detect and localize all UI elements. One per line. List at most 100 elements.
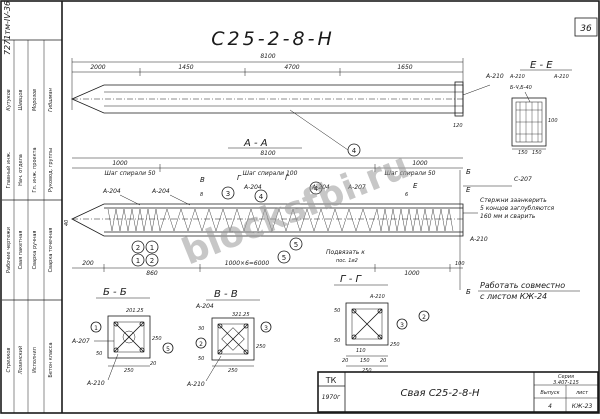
callout-1a: 1	[150, 244, 154, 252]
pile-elevation: 8100 2000 1450 4700 1650 А-210 120 4 А -…	[71, 53, 504, 157]
side-note-3: Сварка ручная	[32, 231, 38, 270]
bb-dim-50: 50	[96, 351, 102, 357]
dim-e2: 1450	[178, 64, 193, 71]
spiral-reinforcement	[107, 208, 454, 232]
section-vv-title: В - В	[214, 289, 238, 300]
dim-b-1000: 1000	[404, 270, 419, 277]
ee-dim-150a: 150	[518, 150, 528, 156]
callout-4a: 4	[259, 193, 264, 201]
dim-top-1000-right: 1000	[412, 160, 427, 167]
bar-a204-3: А-204	[311, 184, 330, 191]
cut-v: В	[200, 176, 205, 184]
section-ee: Е - Е А-210 Б-Ч,Б-40 А-210 100 150 150	[509, 60, 572, 156]
side-line-2: Нач. отдела	[18, 154, 24, 186]
vv-label-a210: А-210	[186, 381, 205, 388]
pitch-mid: Шаг спирали 100	[243, 170, 298, 177]
bb-callout-1: 1	[94, 325, 98, 332]
callout-4-elev: 4	[352, 147, 357, 155]
gg-dim-50a: 50	[334, 308, 340, 314]
label-a210-top: А-210	[485, 73, 504, 80]
weld-note-1: Стержни заанкерить	[480, 197, 547, 204]
bar-a204-2: А-204	[151, 188, 170, 195]
dim-e3: 4700	[284, 64, 299, 71]
section-vv: В - В А-204 А-210 321.25 2 3 30 50 250 2…	[186, 289, 272, 388]
vv-label-len: 321.25	[232, 312, 250, 318]
ee-label-a210-2: А-210	[553, 74, 569, 80]
dim-8: 8	[200, 192, 203, 198]
side-name-4: Гибшман	[48, 87, 54, 112]
gg-label-a210: А-210	[369, 294, 385, 300]
stamp-issue-label: Выпуск	[540, 390, 559, 396]
vv-dim-50: 50	[198, 356, 204, 362]
gg-dim-20b: 20	[380, 358, 386, 364]
stamp-series-label: Серия	[558, 374, 574, 380]
bar-a204-1: А-204	[102, 188, 121, 195]
callout-1b: 1	[136, 257, 140, 265]
ee-dim-100: 100	[548, 118, 558, 124]
dim-top-total: 8100	[260, 150, 275, 157]
side-line-1: Главный инж.	[5, 151, 12, 188]
vv-dim-250-v: 250	[256, 344, 266, 350]
side-stamp: 7271тм-IV-36 Главный инж. Нач. отдела Гл…	[2, 1, 62, 413]
weld-note-2: 5 концов заглубляются	[480, 205, 555, 212]
gg-callout-3: 3	[400, 322, 404, 329]
section-bb-title: Б - Б	[103, 287, 127, 298]
watermark: blocksfbi.ru	[177, 145, 415, 273]
vv-dim-250-h: 250	[228, 368, 238, 374]
dim-b-6000: 1000×6=6000	[225, 260, 270, 267]
sheet-number: 36	[580, 24, 592, 34]
bb-label-len: 201.25	[126, 308, 144, 314]
side-name-1: Кутуков	[6, 89, 12, 110]
callout-5a: 5	[294, 241, 298, 249]
combined-note: Работать совместно с листом КЖ-24	[478, 281, 580, 301]
cut-e-2: Е	[466, 186, 471, 194]
section-aa-label: А - А	[243, 138, 268, 149]
side-note-4: Сварка точечная	[48, 228, 54, 273]
section-gg-title: Г - Г	[340, 274, 363, 285]
ee-label-b: Б-Ч,Б-40	[510, 85, 532, 91]
sheet-number-box: 36	[574, 17, 598, 37]
section-gg: Г - Г А-210 3 2 50 50 110 250 20 150 20 …	[334, 274, 430, 374]
stamp-sheet: КЖ-23	[572, 403, 593, 410]
side-note-2: Свая пакетная	[18, 231, 24, 270]
dim-e4: 1650	[397, 64, 412, 71]
side-line-4: Руковод. группы	[48, 148, 54, 192]
dim-top-1000-left: 1000	[112, 160, 127, 167]
side-name-5: Стрелков	[6, 348, 12, 373]
callout-2a: 2	[136, 244, 140, 252]
callout-3: 3	[226, 190, 230, 198]
stamp-sheet-label: лист	[575, 390, 589, 396]
weld-note: Стержни заанкерить 5 концов заглубляются…	[463, 197, 555, 220]
dim-b-100: 100	[455, 261, 465, 267]
pitch-left: Шаг спирали 50	[104, 170, 155, 177]
bb-dim-250-v: 250	[152, 336, 162, 342]
section-ee-title: Е - Е	[530, 60, 553, 71]
callout-4b: 4	[314, 185, 319, 193]
bar-a207: А-207	[347, 184, 366, 191]
drawing-title: С25-2-8-Н	[211, 28, 334, 50]
combined-note-2: с листом КЖ-24	[480, 292, 547, 301]
dim-e1: 2000	[90, 64, 105, 71]
side-name-2: Шевцов	[18, 90, 24, 111]
ee-label-a210-1: А-210	[509, 74, 525, 80]
stamp-name: Свая С25-2-8-Н	[401, 388, 480, 399]
dim-120: 120	[453, 123, 463, 129]
gg-dim-250-v: 250	[390, 342, 400, 348]
vv-label-a204: А-204	[195, 303, 214, 310]
gg-dim-50b: 50	[334, 338, 340, 344]
label-c207: С-207	[514, 176, 532, 183]
section-bb: Б - Б А-207 А-210 201.25 1 5 50 250 250 …	[71, 287, 174, 387]
anchor-note: Подвязать к	[326, 249, 365, 256]
stamp-series: 3.407-115	[553, 380, 579, 386]
anchor-note-2: пос. 1и2	[336, 258, 358, 264]
bb-label-a210: А-210	[86, 380, 105, 387]
vv-dim-30: 30	[198, 326, 204, 332]
cut-g-1: Г	[237, 174, 242, 182]
vv-callout-2: 2	[199, 341, 203, 348]
bb-dim-20: 20	[150, 361, 156, 367]
side-line-5: Исполнил	[32, 347, 38, 373]
bar-a204-4: А-204	[243, 184, 262, 191]
stamp-year: 1970г	[322, 394, 341, 401]
side-note-1: Рабочие чертежи	[6, 227, 12, 273]
